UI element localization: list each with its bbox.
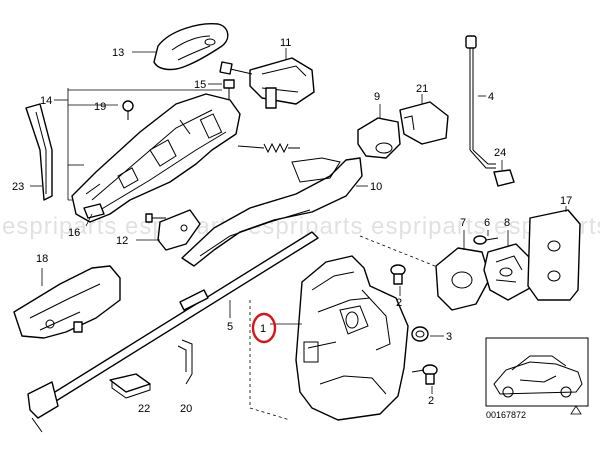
spring-rod: [237, 142, 300, 154]
part-4-rod: [465, 35, 496, 169]
part-5-long-rod: [27, 231, 319, 433]
part-6-screw: [473, 235, 499, 245]
callout-4: 4: [488, 91, 494, 103]
callout-7: 7: [460, 217, 466, 229]
callout-2-lower: 2: [428, 395, 434, 407]
part-13-bracket: [153, 23, 229, 71]
callout-16: 16: [68, 227, 80, 239]
part-20-bracket: [177, 339, 193, 385]
part-9-cap: [357, 117, 401, 159]
part-10-outer-handle: [181, 157, 363, 267]
part-7-striker-plate: [435, 247, 491, 311]
callout-3: 3: [446, 331, 452, 343]
part-16-clip: [83, 203, 105, 219]
callout-24: 24: [494, 147, 506, 159]
part-15-screw: [223, 79, 235, 100]
part-17-cover-plate: [527, 209, 581, 301]
part-2-screw-upper: [390, 264, 406, 285]
callout-2-upper: 2: [396, 297, 402, 309]
part-23-seal-strip: [25, 103, 53, 201]
part-18-inner-handle: [13, 265, 121, 339]
highlight-circle-part-1: [251, 312, 277, 344]
part-2-screw-lower: [422, 364, 438, 385]
callout-18: 18: [36, 253, 48, 265]
callout-9: 9: [374, 91, 380, 103]
warning-triangle-icon: [570, 405, 582, 415]
part-14-handle-carrier: [71, 93, 241, 223]
callout-22: 22: [138, 403, 150, 415]
vehicle-thumbnail: [485, 337, 589, 407]
part-19-screw: [122, 100, 134, 120]
callout-15: 15: [194, 79, 206, 91]
screw-near-12: [145, 213, 166, 223]
part-22-clip: [109, 373, 151, 399]
callout-1: 1: [260, 323, 266, 335]
callout-8: 8: [504, 217, 510, 229]
callout-19: 19: [94, 101, 106, 113]
callout-20: 20: [180, 403, 192, 415]
part-24-clip: [493, 169, 515, 187]
callout-10: 10: [370, 181, 382, 193]
callout-12: 12: [116, 235, 128, 247]
callout-6: 6: [484, 217, 490, 229]
callout-13: 13: [112, 47, 124, 59]
callout-21: 21: [416, 83, 428, 95]
part-11-lock-cylinder: [219, 57, 315, 109]
callout-14: 14: [40, 95, 52, 107]
part-21-cap: [399, 101, 449, 145]
callout-5: 5: [227, 321, 233, 333]
part-8-striker: [483, 243, 533, 301]
part-1-lock-actuator: [295, 255, 409, 421]
part-3-grommet: [411, 326, 429, 342]
callout-11: 11: [280, 37, 291, 49]
callout-17: 17: [560, 195, 572, 207]
diagram-code: 00167872: [486, 410, 526, 420]
callout-23: 23: [12, 181, 24, 193]
